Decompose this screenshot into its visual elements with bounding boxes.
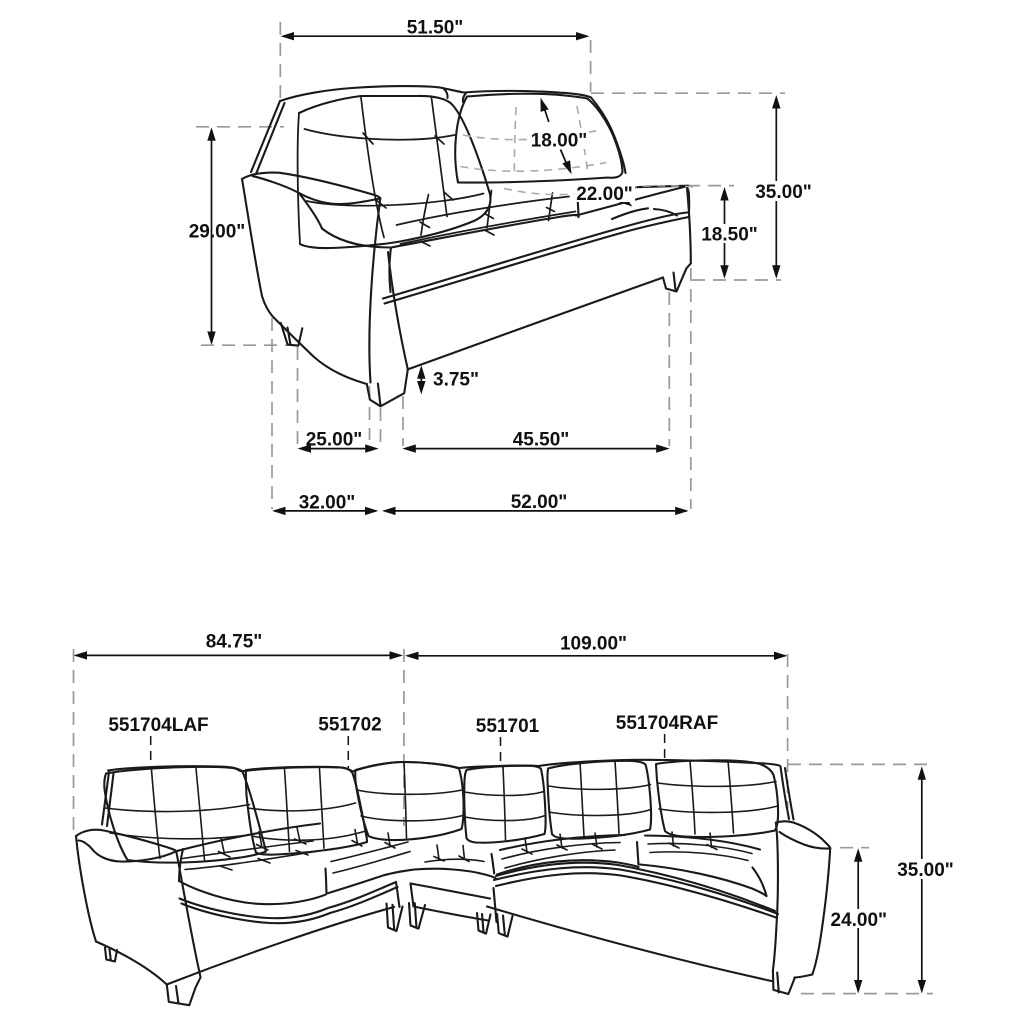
svg-text:45.50": 45.50" — [513, 429, 570, 450]
svg-text:51.50": 51.50" — [407, 18, 464, 39]
svg-text:551702: 551702 — [318, 715, 381, 736]
svg-text:32.00": 32.00" — [299, 493, 356, 514]
svg-text:25.00": 25.00" — [306, 430, 363, 451]
svg-text:551704RAF: 551704RAF — [616, 713, 718, 734]
svg-text:35.00": 35.00" — [897, 860, 954, 881]
svg-text:52.00": 52.00" — [511, 492, 568, 513]
svg-text:3.75": 3.75" — [433, 370, 479, 391]
svg-text:18.00": 18.00" — [531, 130, 588, 151]
svg-text:109.00": 109.00" — [560, 633, 627, 654]
svg-text:35.00": 35.00" — [755, 182, 812, 203]
svg-text:29.00": 29.00" — [189, 222, 246, 243]
svg-text:551701: 551701 — [476, 716, 540, 737]
svg-text:84.75": 84.75" — [206, 632, 263, 653]
svg-text:22.00": 22.00" — [576, 184, 633, 205]
svg-text:551704LAF: 551704LAF — [108, 715, 208, 736]
svg-text:18.50": 18.50" — [701, 225, 758, 246]
svg-text:24.00": 24.00" — [831, 910, 888, 931]
